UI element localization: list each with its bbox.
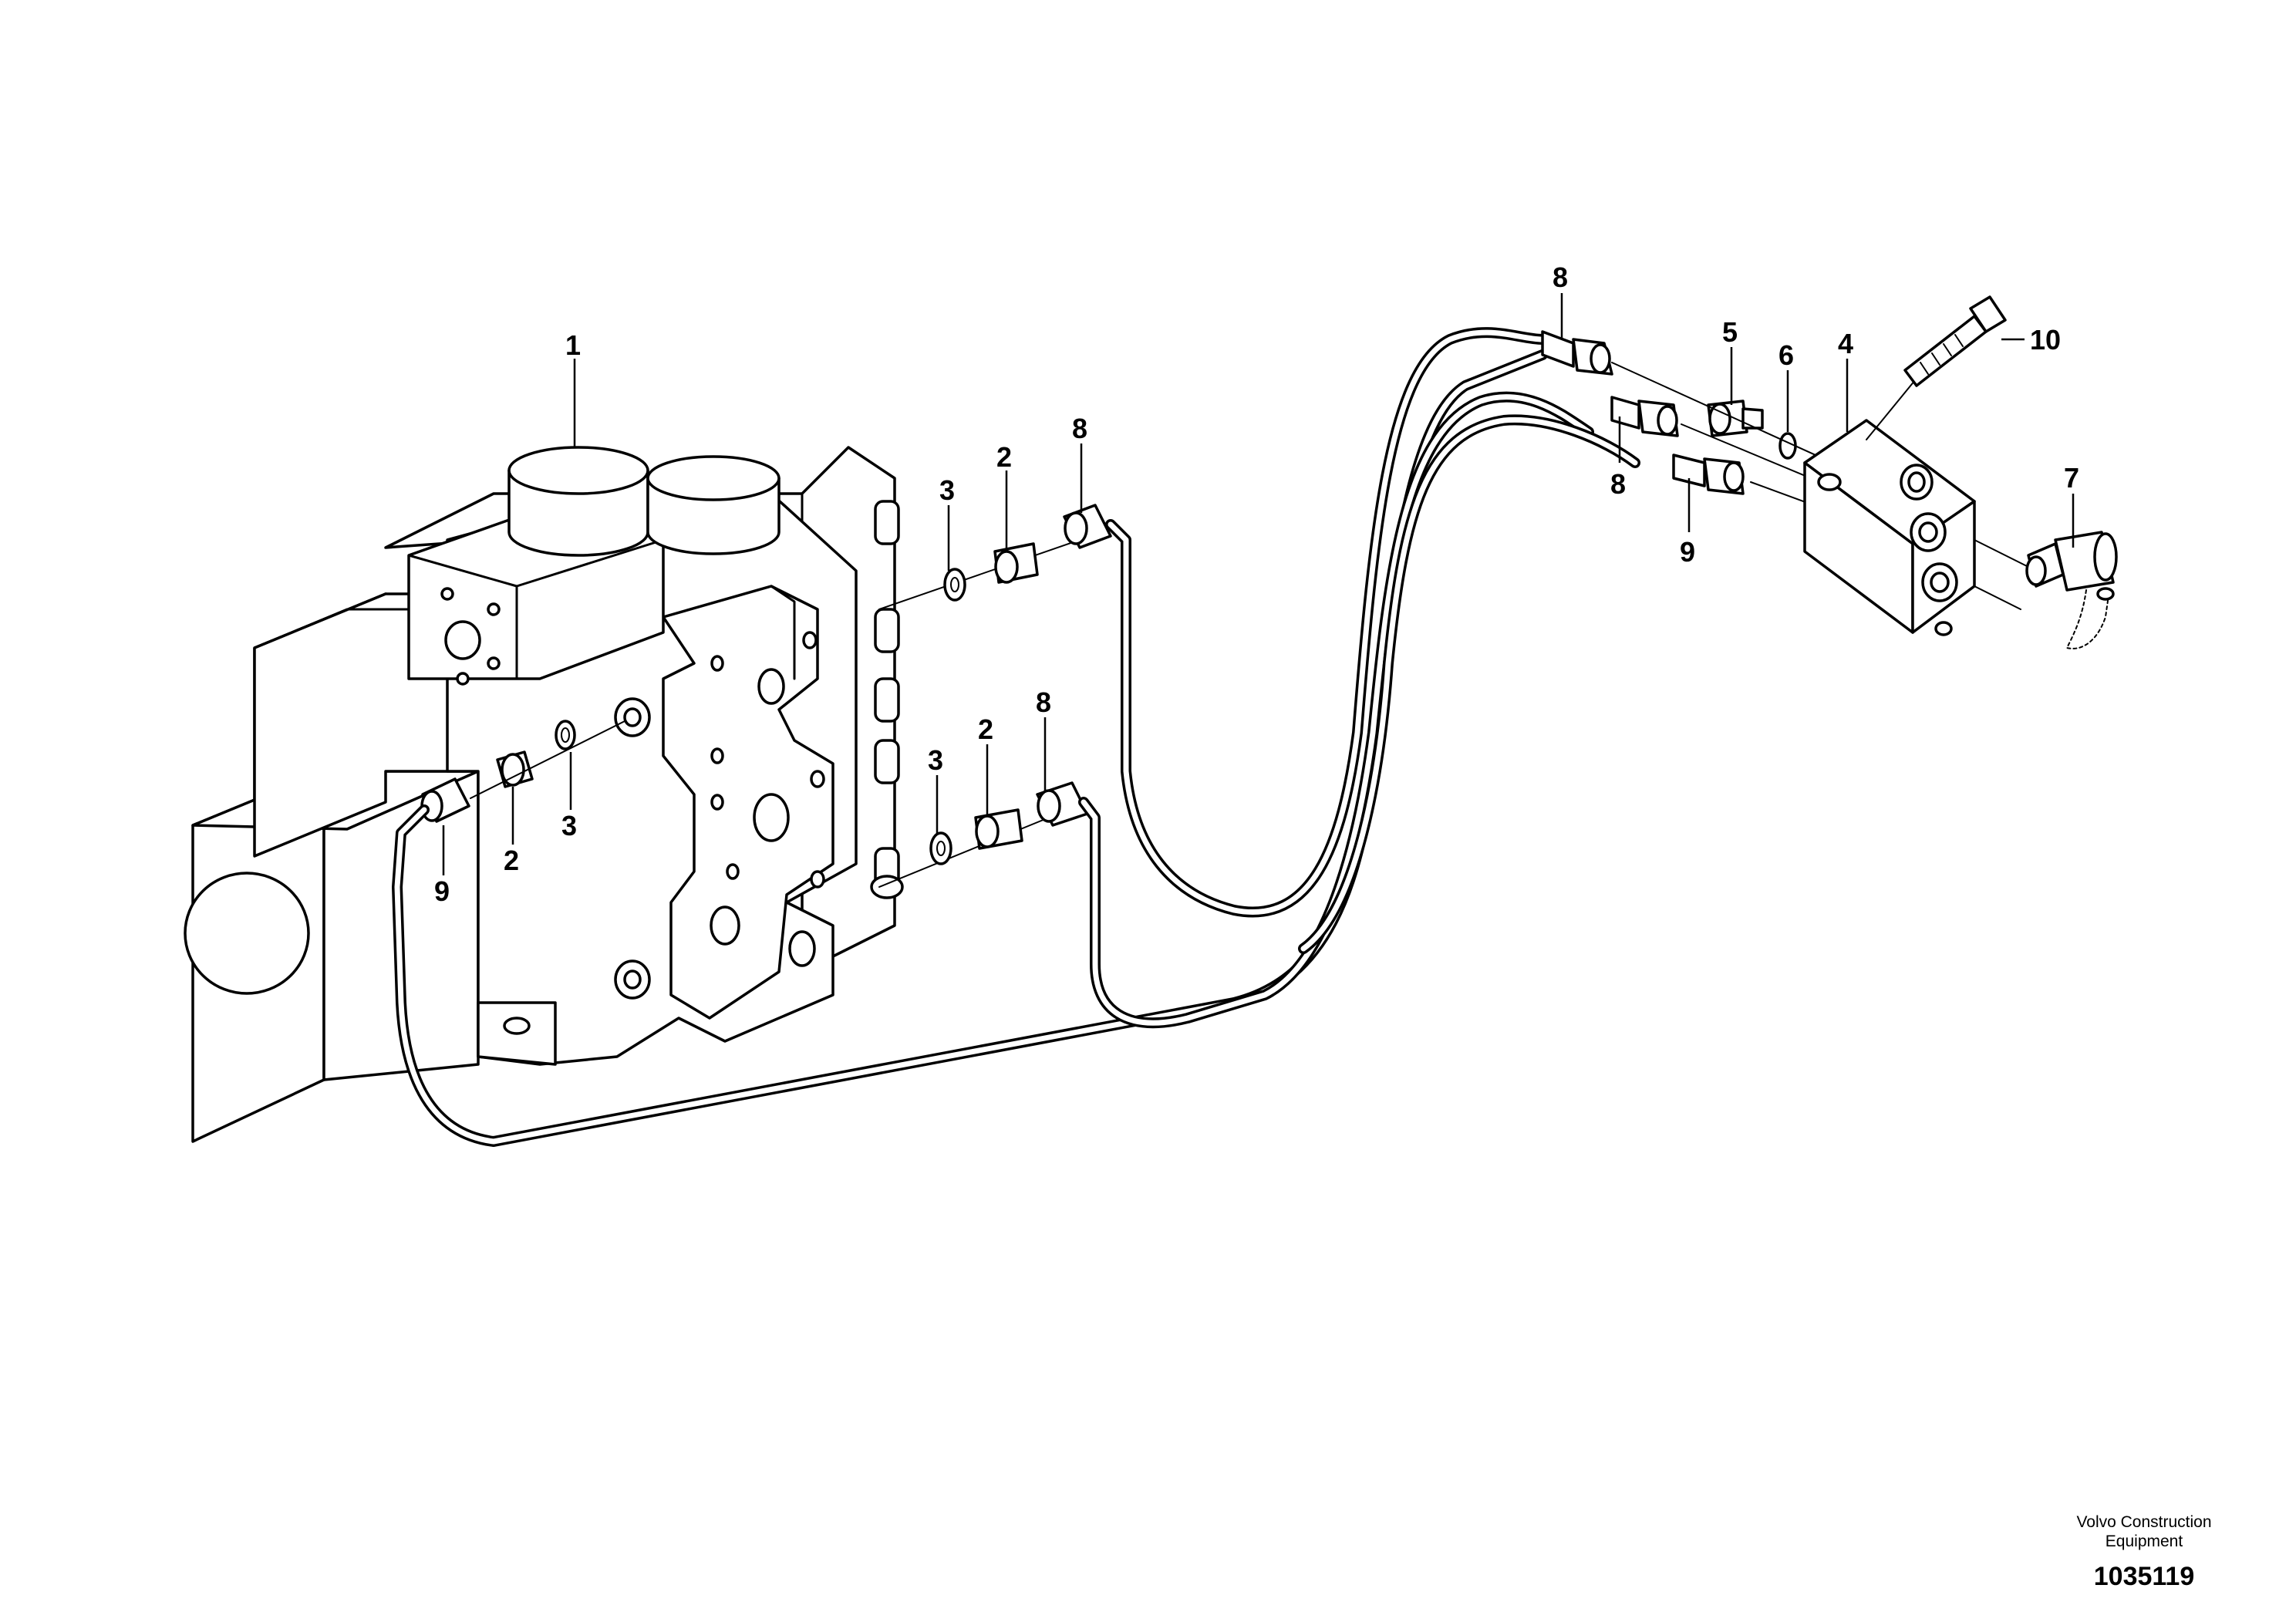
callout-10: 10 (2030, 324, 2061, 356)
callout-5: 5 (1722, 316, 1738, 348)
callout-8-lower-mid: 8 (1036, 686, 1051, 718)
callout-3-lower-mid: 3 (928, 744, 943, 776)
callout-2-left: 2 (504, 845, 519, 876)
callout-8-upper: 8 (1072, 413, 1087, 444)
right-fittings (1541, 295, 2118, 649)
company-name-line1: Volvo Construction (2076, 1513, 2211, 1531)
left-fittings (420, 720, 625, 823)
callout-3-upper: 3 (939, 474, 955, 506)
callout-8-top-right: 8 (1553, 261, 1568, 293)
company-name-line2: Equipment (2106, 1533, 2183, 1550)
callout-4: 4 (1838, 328, 1853, 359)
callout-1: 1 (565, 329, 581, 361)
callout-6: 6 (1778, 339, 1794, 371)
callout-2-lower-mid: 2 (978, 713, 993, 745)
hoses (392, 327, 1640, 1147)
lower-middle-fittings (878, 781, 1089, 888)
callout-7: 7 (2064, 462, 2079, 494)
callout-labels: 1 3 2 8 3 2 8 9 2 3 8 5 6 4 10 8 9 7 (434, 261, 2079, 907)
callout-3-left: 3 (561, 810, 577, 841)
callout-9-left: 9 (434, 875, 450, 907)
callout-2-upper: 2 (996, 441, 1012, 473)
callout-8-mid-right: 8 (1610, 468, 1626, 500)
callout-9-right: 9 (1680, 536, 1695, 568)
leader-lines (442, 293, 2075, 875)
drawing-footer: Volvo Construction Equipment 1035119 (2076, 1513, 2211, 1591)
drawing-number: 1035119 (2094, 1562, 2195, 1591)
upper-middle-fittings (878, 504, 1112, 610)
control-valve-assembly (184, 446, 904, 1143)
